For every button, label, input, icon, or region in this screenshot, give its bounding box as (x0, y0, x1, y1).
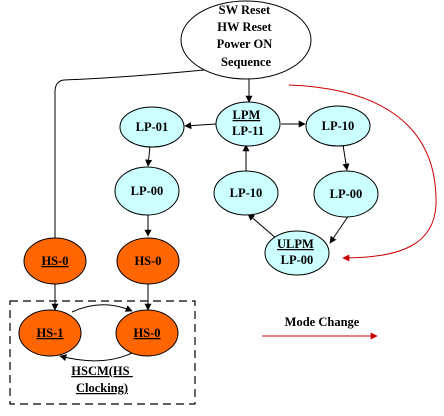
node-hs0-left: HS-0 (23, 237, 87, 285)
svg-text:HSCM(HS Clocking): HSCM(HS Clocking) (71, 364, 132, 395)
node-hs0-left-label: HS-0 (41, 254, 68, 268)
node-lpm: LPM LP-11 (215, 101, 281, 147)
node-lpm-shape (215, 101, 281, 147)
svg-text:LPM LP-11: LPM LP-11 (232, 108, 264, 138)
node-lpm-line-2: LP-11 (232, 124, 264, 138)
node-lp00-left-shape (114, 166, 180, 216)
node-ulpm: ULPM LP-00 (264, 230, 330, 276)
node-ulpm-line-2: LP-00 (281, 253, 314, 267)
edge-hs1-to-hs0-clk (71, 304, 133, 313)
node-lp10-right-label: LP-10 (322, 119, 355, 133)
node-reset-shape (180, 0, 312, 80)
edge-ulpm-to-lp10-mid (247, 213, 279, 241)
mode-change-arrow (288, 84, 437, 262)
node-hs0-mid: HS-0 (116, 237, 180, 285)
node-ulpm-shape (264, 230, 330, 276)
svg-text:ULPM LP-00: ULPM LP-00 (277, 237, 317, 267)
edge-lp10-right-to-lp00-right (342, 144, 350, 171)
node-hs1-shape (18, 309, 82, 357)
node-lp10-right-shape (305, 105, 371, 147)
node-ulpm-line-1: ULPM (277, 237, 314, 251)
node-lp00-right-shape (313, 170, 379, 218)
node-lp00-right: LP-00 (313, 170, 379, 218)
edge-lpm-to-lp01 (184, 122, 217, 130)
node-hs1: HS-1 (18, 309, 82, 357)
hscm-caption-line-2: Clocking) (76, 381, 128, 395)
node-lp01-shape (119, 106, 185, 148)
node-lp10-mid: LP-10 (213, 170, 279, 216)
hscm-caption-line-1: HSCM(HS (71, 364, 129, 378)
node-reset-line-2: HW Reset (217, 20, 272, 34)
node-reset-line-3: Power ON (217, 37, 273, 51)
node-hs0-clocking-label: HS-0 (133, 326, 160, 340)
node-hs0-mid-shape (116, 237, 180, 285)
node-hs0-clocking: HS-0 (115, 309, 179, 357)
legend-label: Mode Change (285, 315, 360, 329)
edge-hs0-clk-to-hs1 (59, 352, 133, 362)
node-hs1-label: HS-1 (36, 326, 63, 340)
edge-lp00-right-to-ulpm (329, 214, 350, 244)
legend: Mode Change (262, 315, 378, 340)
node-reset-line-1: SW Reset (219, 3, 271, 17)
node-lpm-line-1: LPM (233, 108, 261, 122)
edge-lp01-to-lp00-left (145, 145, 153, 167)
node-hs0-left-shape (23, 237, 87, 285)
node-lp00-left-label: LP-00 (131, 184, 164, 198)
svg-text:SW Reset HW Reset: SW Reset HW Reset Power ON Sequence (217, 3, 276, 69)
node-lp10-right: LP-10 (305, 105, 371, 147)
node-hs0-clocking-shape (115, 309, 179, 357)
node-hs0-mid-label: HS-0 (134, 254, 161, 268)
node-lp00-right-label: LP-00 (330, 187, 363, 201)
edge-reset-to-hs1 (54, 69, 205, 240)
node-lp10-mid-label: LP-10 (230, 186, 263, 200)
transitions (51, 69, 350, 362)
node-lp01: LP-01 (119, 106, 185, 148)
node-lp10-mid-shape (213, 170, 279, 216)
node-lp01-label: LP-01 (136, 120, 169, 134)
node-reset: SW Reset HW Reset Power ON Sequence (180, 0, 312, 80)
node-reset-line-4: Sequence (221, 55, 271, 69)
hscm-group-box (9, 300, 196, 405)
node-lp00-left: LP-00 (114, 166, 180, 216)
